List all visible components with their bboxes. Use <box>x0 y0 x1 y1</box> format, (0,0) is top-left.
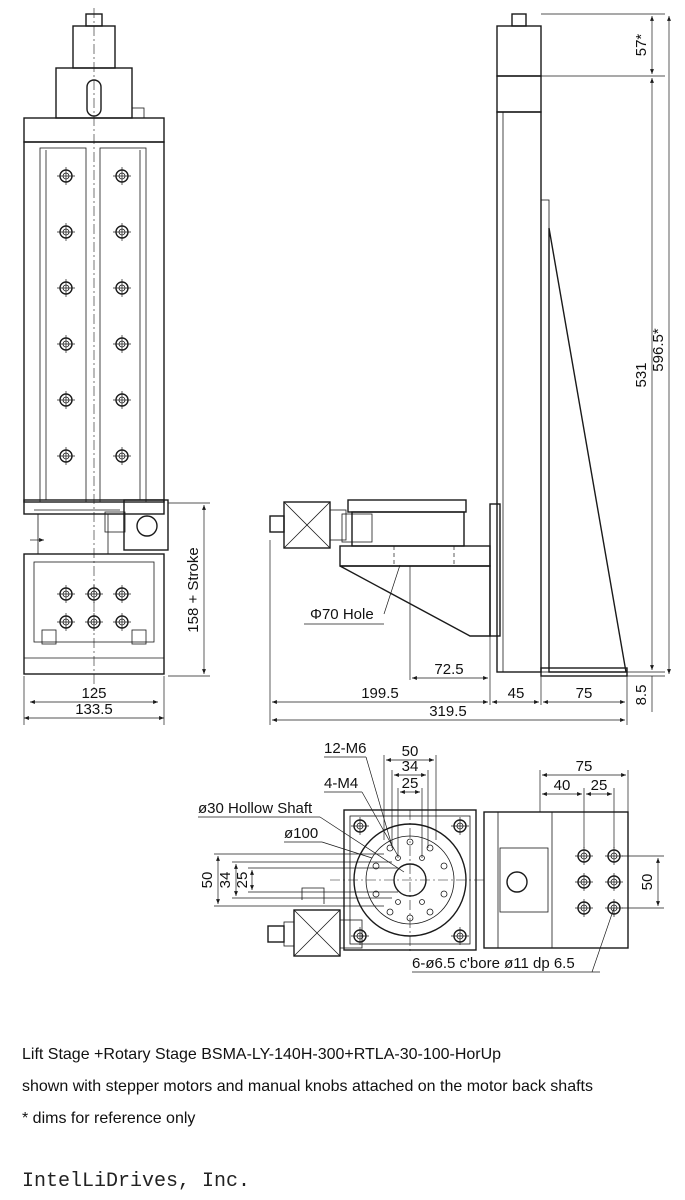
side-total-length-dim: 319.5 <box>429 703 467 720</box>
caption-title: Lift Stage +Rotary Stage BSMA-LY-140H-30… <box>22 1046 502 1063</box>
left-34-dim: 34 <box>217 872 234 889</box>
front-stroke-dim: 158 + Stroke <box>185 547 202 632</box>
side-base-dim: 75 <box>576 685 593 702</box>
right-25-dim: 25 <box>591 777 608 794</box>
side-height-dim: 531 <box>633 362 650 387</box>
side-plate-dim: 45 <box>508 685 525 702</box>
thread-holes-2-label: 4-M4 <box>324 775 358 792</box>
caption-note: * dims for reference only <box>22 1110 196 1127</box>
top-view: 50 34 25 12-M6 4-M4 ø30 Hollow Shaft ø10… <box>198 740 664 973</box>
top-25-dim: 25 <box>402 775 419 792</box>
right-75-dim: 75 <box>576 758 593 775</box>
diameter-label: ø100 <box>284 825 318 842</box>
left-25-dim: 25 <box>234 872 251 889</box>
side-reach-dim: 199.5 <box>361 685 399 702</box>
front-width-inner-dim: 125 <box>81 685 106 702</box>
counterbore-label: 6-ø6.5 c'bore ø11 dp 6.5 <box>412 955 575 972</box>
top-34-dim: 34 <box>402 758 419 775</box>
front-width-outer-dim: 133.5 <box>75 701 113 718</box>
caption-description: shown with stepper motors and manual kno… <box>22 1078 593 1095</box>
top-50-dim: 50 <box>402 743 419 760</box>
left-50-dim: 50 <box>199 872 216 889</box>
side-offset-dim: 72.5 <box>434 661 463 678</box>
hollow-shaft-label: ø30 Hollow Shaft <box>198 800 313 817</box>
side-view: Φ70 Hole 57* 531 596.5* 8.5 72.5 199.5 4… <box>269 13 671 725</box>
side-hole-label: Φ70 Hole <box>310 606 374 623</box>
thread-holes-label: 12-M6 <box>324 740 367 757</box>
side-bottom-dim: 8.5 <box>633 685 650 706</box>
front-view: 158 + Stroke 125 133.5 <box>23 8 210 725</box>
side-total-height-dim: 596.5* <box>650 328 667 372</box>
right-40-dim: 40 <box>554 777 571 794</box>
side-top-dim: 57* <box>633 34 650 57</box>
right-50-dim: 50 <box>639 874 656 891</box>
company-name: IntelLiDrives, Inc. <box>22 1170 251 1193</box>
